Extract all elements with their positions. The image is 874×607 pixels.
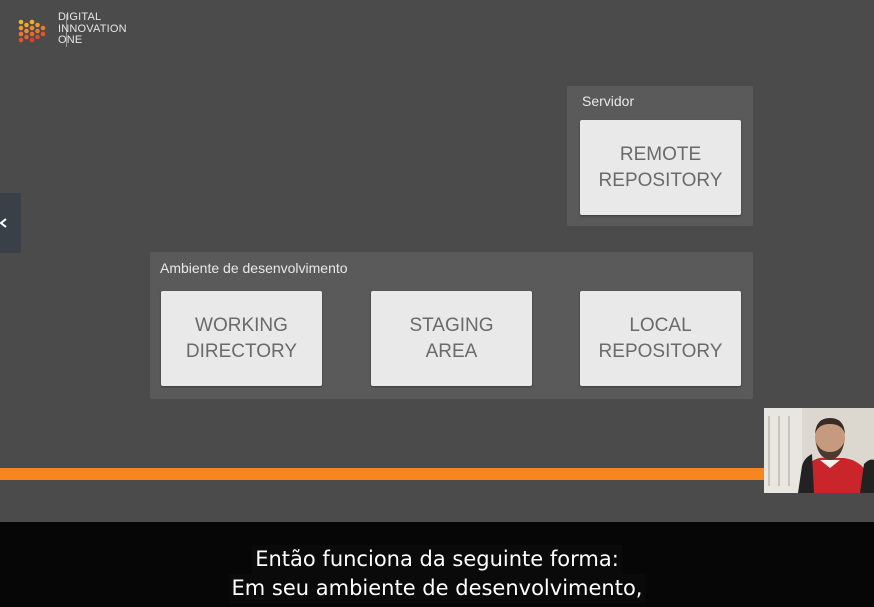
- local-repository-text: LOCAL REPOSITORY: [598, 314, 723, 362]
- presenter-webcam-image: [764, 408, 874, 493]
- working-directory-text: WORKING DIRECTORY: [185, 314, 298, 362]
- staging-area-text: STAGING AREA: [409, 314, 494, 362]
- remote-repository-text: REMOTE REPOSITORY: [598, 143, 723, 191]
- local-repository-box: LOCAL REPOSITORY: [580, 291, 741, 386]
- logo-line-1: DIGITAL: [58, 11, 102, 23]
- slide: DIGITAL INNOVATION ONE Servidor REMOTE R…: [0, 11, 874, 493]
- caption-line-1: Então funciona da seguinte forma:: [252, 545, 622, 574]
- captions: Então funciona da seguinte forma: Em seu…: [0, 545, 874, 603]
- digital-innovation-one-logo: DIGITAL INNOVATION ONE: [16, 11, 136, 50]
- remote-repository-box: REMOTE REPOSITORY: [580, 120, 741, 215]
- caption-line-2: Em seu ambiente de desenvolvimento,: [228, 574, 646, 603]
- ambiente-label: Ambiente de desenvolvimento: [160, 260, 348, 276]
- logo-divider: [66, 14, 67, 47]
- video-progress-fill: [0, 468, 765, 480]
- ambiente-panel: Ambiente de desenvolvimento WORKING DIRE…: [150, 252, 753, 399]
- staging-area-box: STAGING AREA: [371, 291, 532, 386]
- servidor-label: Servidor: [582, 93, 635, 109]
- side-panel-toggle[interactable]: [0, 193, 21, 253]
- presenter-webcam: [764, 408, 874, 493]
- logo-line-3: ONE: [58, 34, 83, 46]
- working-directory-box: WORKING DIRECTORY: [161, 291, 322, 386]
- logo-line-2: INNOVATION: [58, 22, 127, 35]
- video-progress-bar[interactable]: [0, 468, 874, 480]
- chevron-left-icon: [0, 218, 7, 228]
- logo-text: DIGITAL INNOVATION ONE: [58, 11, 127, 47]
- servidor-panel: Servidor REMOTE REPOSITORY: [567, 86, 753, 226]
- logo-mark-icon: [18, 19, 46, 43]
